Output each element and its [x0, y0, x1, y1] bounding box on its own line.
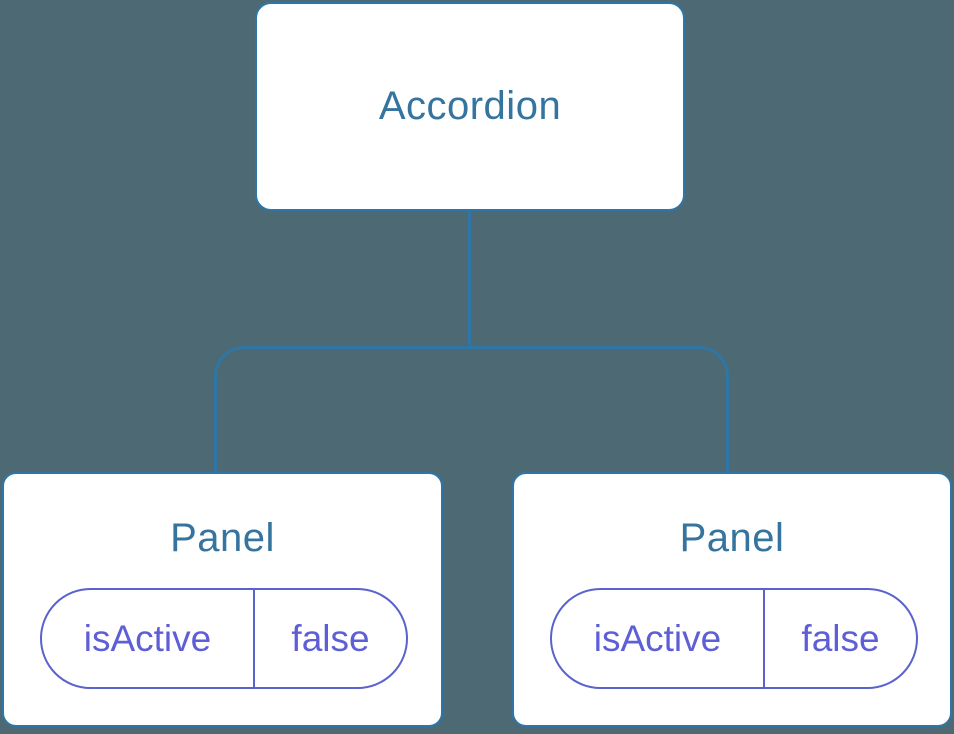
state-key: isActive [42, 590, 255, 687]
tree-node-accordion: Accordion [255, 2, 685, 211]
tree-node-panel-left: Panel isActive false [2, 472, 443, 727]
connector-bracket [214, 346, 729, 473]
accordion-node-label: Accordion [378, 84, 562, 128]
state-pill: isActive false [40, 588, 408, 689]
state-value: false [801, 617, 880, 659]
tree-node-panel-right: Panel isActive false [512, 472, 952, 727]
panel-node-label: Panel [679, 516, 785, 560]
connector-trunk-line [468, 211, 471, 347]
state-pill: isActive false [550, 588, 918, 689]
panel-node-label: Panel [170, 516, 275, 560]
state-key: isActive [552, 590, 765, 687]
state-value: false [291, 617, 370, 659]
